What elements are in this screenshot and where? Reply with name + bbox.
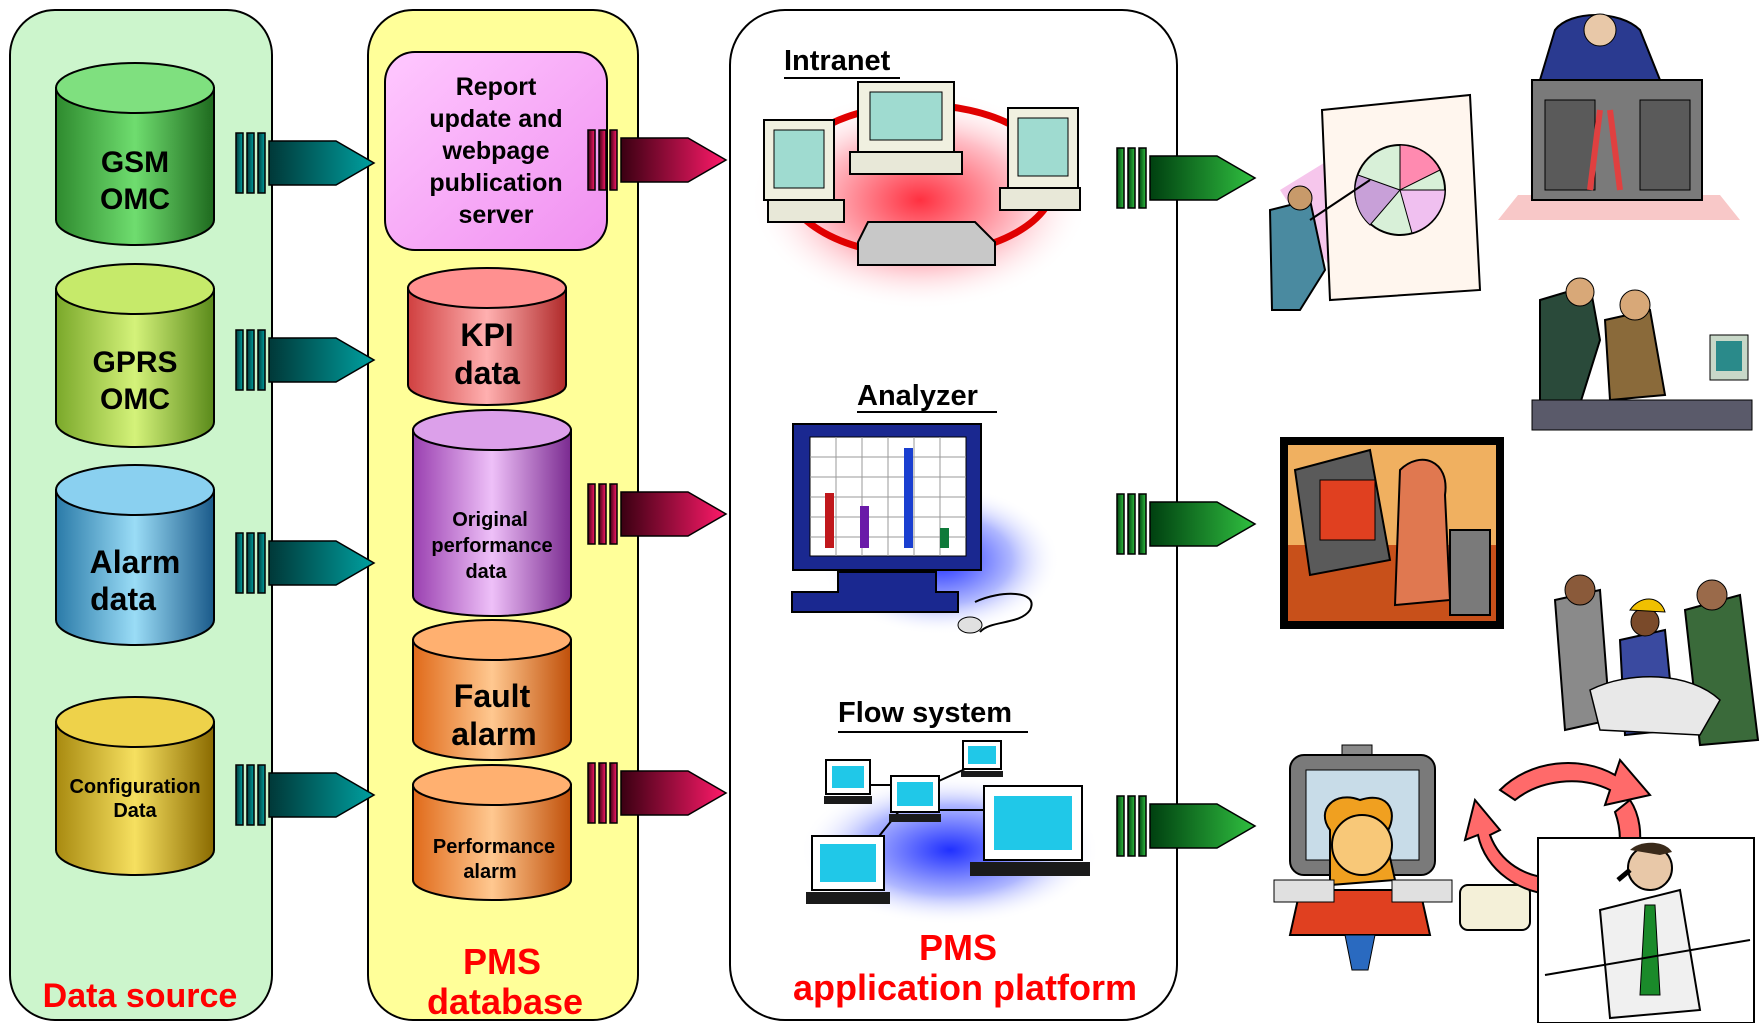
gsm-omc-cylinder: GSM OMC [55, 62, 215, 246]
flow-system-title: Flow system [838, 697, 1012, 729]
data-label: data [90, 581, 156, 617]
flow-network-icon [800, 740, 1100, 925]
report-server-box: Report update and webpage publication se… [384, 51, 608, 251]
report-line-3: webpage [442, 137, 550, 165]
analyzer-bar-2 [860, 506, 869, 548]
kpi-data-cylinder: KPI data [407, 267, 567, 406]
executive-desk-icon [1498, 13, 1740, 220]
alarm-data-cylinder: Alarm data [55, 464, 215, 646]
fault-alarm-label: alarm [451, 716, 536, 752]
performance-alarm-cylinder: Performance alarm [412, 764, 572, 901]
kpi-data-label: data [454, 355, 520, 391]
computer-user-icon [1280, 437, 1504, 629]
kpi-label: KPI [460, 317, 513, 353]
gprs-label: GPRS [92, 346, 177, 379]
presentation-icon [1268, 93, 1482, 311]
report-line-2: update and [429, 105, 562, 133]
gsm-label: GSM [101, 146, 169, 179]
analyzer-bar-4 [940, 528, 949, 548]
gprs-omc-cylinder: GPRS OMC [55, 263, 215, 448]
report-line-1: Report [456, 73, 537, 101]
original-performance-cylinder: Original performance data [412, 409, 572, 617]
performance-alarm-line-2: alarm [463, 861, 516, 883]
office-workers-icon [1531, 277, 1753, 435]
operator-terminal-icon [1273, 744, 1531, 971]
analyzer-bars [825, 448, 949, 548]
omc-label: OMC [100, 383, 170, 416]
data-source-title: Data source [43, 977, 238, 1015]
original-data-label: data [465, 561, 507, 583]
report-line-5: server [458, 201, 533, 229]
alarm-label: Alarm [90, 544, 181, 580]
analyzer-bar-1 [825, 493, 834, 548]
configuration-data-cylinder: Configuration Data [55, 696, 215, 876]
configuration-label: Configuration [69, 776, 200, 798]
pms-database-title-2: database [427, 981, 583, 1022]
platform-title-1: PMS [919, 927, 997, 968]
original-label: Original [452, 509, 528, 531]
fault-alarm-cylinder: Fault alarm [412, 619, 572, 761]
phone-businessman-icon [1537, 837, 1755, 1023]
report-line-4: publication [429, 169, 562, 197]
platform-title-2: application platform [793, 967, 1137, 1008]
performance-label: performance [431, 535, 552, 557]
analyzer-monitor-icon [791, 423, 1060, 635]
omc-label: OMC [100, 183, 170, 216]
performance-alarm-line-1: Performance [433, 836, 555, 858]
analyzer-bar-3 [904, 448, 913, 548]
fault-label: Fault [454, 678, 531, 714]
intranet-network-icon [750, 81, 1090, 310]
intranet-title: Intranet [784, 45, 891, 77]
pms-database-title-1: PMS [463, 941, 541, 982]
analyzer-title: Analyzer [857, 380, 978, 412]
config-data-label: Data [113, 800, 157, 822]
team-meeting-icon [1553, 574, 1760, 747]
